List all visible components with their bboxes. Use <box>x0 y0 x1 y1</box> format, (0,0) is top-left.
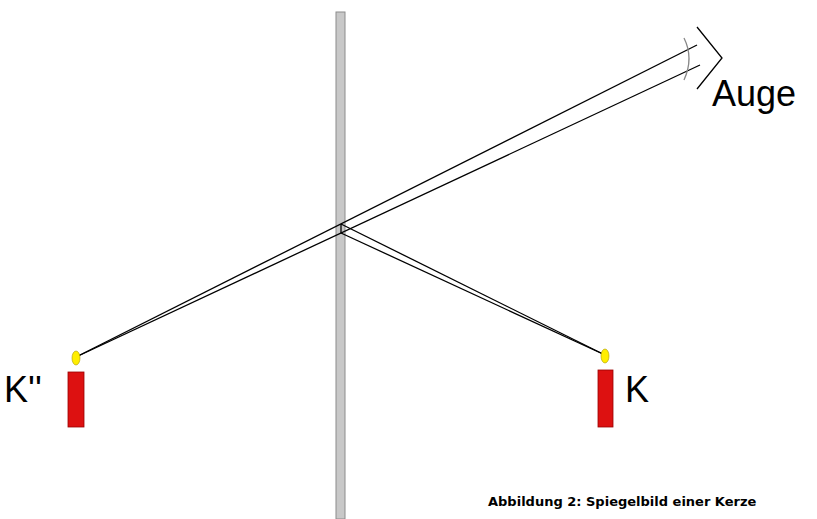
figure-caption: Abbildung 2: Spiegelbild einer Kerze <box>488 495 756 508</box>
light-rays <box>76 45 700 357</box>
ray <box>341 233 605 355</box>
ray <box>340 224 341 233</box>
eye-lens <box>684 38 689 80</box>
candle <box>598 370 613 427</box>
ray <box>341 224 605 355</box>
object-label: K <box>625 372 649 408</box>
ray <box>76 45 697 357</box>
candle <box>68 372 84 427</box>
candle-image <box>68 351 84 427</box>
image-label: K'' <box>4 372 42 408</box>
flame <box>601 349 609 363</box>
ray <box>76 65 700 357</box>
candle-object <box>598 349 613 427</box>
flame <box>72 351 80 365</box>
mirror <box>336 12 345 519</box>
eye-label: Auge <box>712 76 796 112</box>
